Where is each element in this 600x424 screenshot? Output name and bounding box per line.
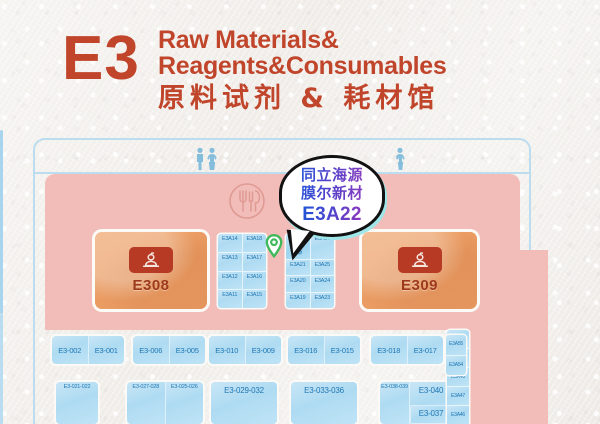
booth-group[interactable]: E3-016 E3-015 — [288, 336, 360, 364]
aisle-line-left — [0, 314, 3, 424]
booth-group[interactable]: E3-010 E3-009 — [209, 336, 281, 364]
booth-cell[interactable]: E3-009 — [245, 336, 281, 364]
booth-cell[interactable]: E3-029-032 — [211, 382, 277, 424]
booth-cell[interactable]: E3A13 — [218, 252, 242, 271]
booth-cell[interactable]: E3A55 — [446, 335, 466, 355]
hall-label: E308 — [132, 277, 170, 294]
hall-header: E3 Raw Materials& Reagents&Consumables 原… — [0, 0, 600, 130]
booth-cell[interactable]: E3-005 — [169, 336, 205, 364]
page-title-hall-code: E3 — [62, 24, 140, 93]
booth-cell[interactable]: E3A54 — [446, 355, 466, 375]
booth-cell[interactable]: E3-027-028 — [127, 382, 166, 424]
booth-group[interactable]: E3-018 E3-017 — [371, 336, 443, 364]
booth-cell[interactable]: E3-016 — [288, 336, 325, 364]
page-title-english: Raw Materials& Reagents&Consumables — [158, 27, 558, 79]
location-pin-icon[interactable] — [264, 233, 284, 259]
callout-bubble-shape — [279, 155, 385, 237]
booth-cell[interactable]: E3-025-026 — [165, 382, 203, 424]
corridor-divider — [33, 172, 531, 174]
callout-booth-code: E3A22 — [302, 204, 362, 225]
booth-cell[interactable]: E3A46 — [447, 406, 469, 424]
booth-cell[interactable]: E3-038-039 — [380, 382, 410, 424]
booth-cell[interactable]: E3-017 — [407, 336, 443, 364]
exhibition-stand-icon — [129, 247, 173, 273]
hall-block-e309[interactable]: E309 — [362, 232, 477, 309]
restroom-icon — [392, 147, 408, 171]
booth-group[interactable]: E3-029-032 — [211, 382, 277, 424]
booth-cell[interactable]: E3-002 — [52, 336, 89, 364]
restroom-man-woman-icon — [192, 147, 222, 171]
booth-cell[interactable]: E3A14 — [218, 234, 242, 252]
booth-cell[interactable]: E3-037 — [410, 405, 452, 424]
callout-company-line-1: 同立海源 — [300, 166, 363, 184]
booth-group[interactable]: E3-006 E3-005 — [133, 336, 205, 364]
booth-cell[interactable]: E3-010 — [209, 336, 246, 364]
page-title-chinese: 原料试剂 & 耗材馆 — [158, 83, 440, 114]
booth-cell[interactable]: E3-015 — [324, 336, 360, 364]
booth-cell[interactable]: E3-001 — [88, 336, 124, 364]
booth-cell[interactable]: E3-033-036 — [291, 382, 357, 424]
booth-cell[interactable]: E3A15 — [242, 290, 266, 308]
booth-cell[interactable]: E3A18 — [242, 234, 266, 252]
booth-cell[interactable]: E3A19 — [286, 292, 310, 308]
floorplan-map[interactable]: E308 E309 E3A14 E3A18 E3A13 E3A17 E3A12 … — [0, 130, 600, 424]
booth-cell[interactable]: E3A21 — [286, 259, 310, 276]
booth-cell[interactable]: E3A24 — [310, 276, 334, 292]
booth-cell[interactable]: E3A26 — [310, 234, 334, 259]
hall-label: E309 — [400, 277, 439, 294]
booth-cell[interactable]: E3A16 — [242, 271, 266, 290]
dining-fork-spoon-icon — [228, 182, 266, 220]
booth-group[interactable]: E3-021-022 — [56, 382, 98, 424]
title-en-line-1: Raw Materials& — [158, 26, 339, 54]
booth-group[interactable]: E3-027-028 E3-025-026 — [127, 382, 203, 424]
booth-cell[interactable]: E3A23 — [310, 292, 334, 308]
callout-content: 同立海源 膜尔新材 E3A22 — [279, 155, 385, 237]
booth-cell[interactable]: E3-018 — [371, 336, 408, 364]
booth-cell[interactable]: E3-021-022 — [56, 382, 98, 424]
exhibition-stand-icon — [397, 247, 442, 273]
booth-cluster-left[interactable]: E3A14 E3A18 E3A13 E3A17 E3A12 E3A16 E3A1… — [218, 234, 266, 308]
booth-cell[interactable]: E3A11 — [218, 290, 242, 308]
booth-callout-bubble[interactable]: 同立海源 膜尔新材 E3A22 — [279, 155, 385, 263]
callout-company-line-2: 膜尔新材 — [300, 184, 363, 202]
hall-block-e308[interactable]: E308 — [95, 232, 207, 309]
aisle-line-right — [0, 130, 3, 314]
booth-cell[interactable]: E3-006 — [133, 336, 170, 364]
title-en-line-2: Reagents&Consumables — [158, 52, 447, 80]
booth-cell[interactable]: E3A25 — [310, 259, 334, 276]
booth-cell[interactable]: E3A12 — [218, 271, 242, 290]
booth-cell[interactable]: E3A17 — [242, 252, 266, 271]
booth-stack-mid-right[interactable]: E3A55 E3A54 — [446, 335, 466, 375]
booth-cell[interactable]: E3A47 — [447, 387, 469, 405]
booth-cell[interactable]: E3A20 — [286, 276, 310, 292]
booth-group[interactable]: E3-033-036 — [291, 382, 357, 424]
booth-group[interactable]: E3-002 E3-001 — [52, 336, 124, 364]
